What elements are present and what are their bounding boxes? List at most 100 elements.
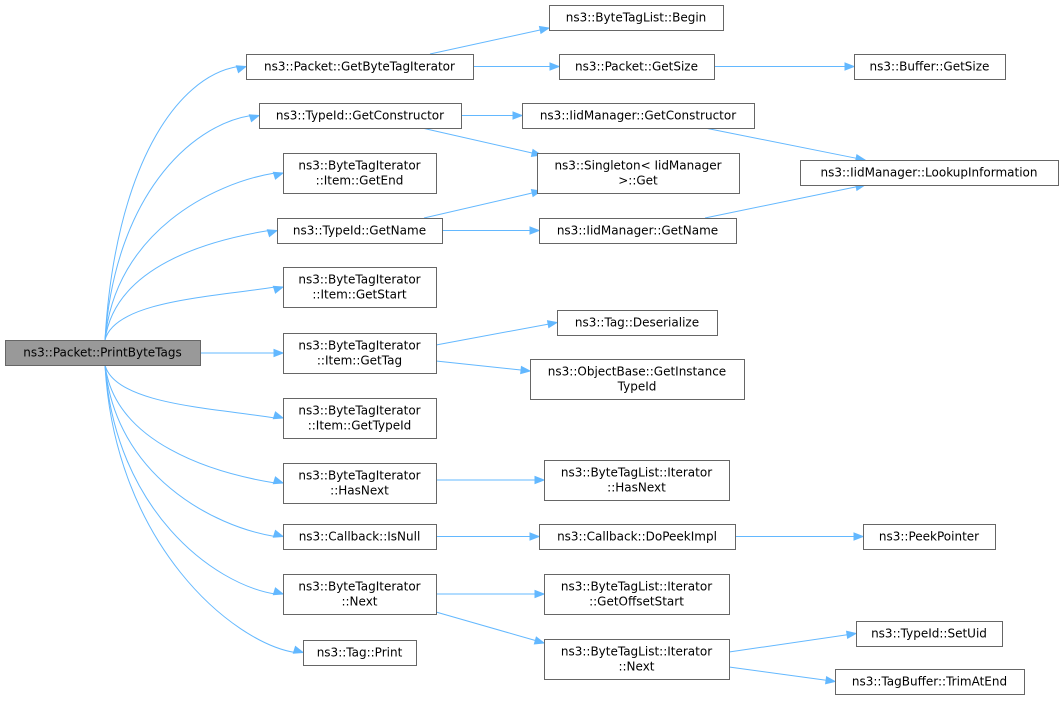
node-box (530, 359, 745, 400)
node-buffer-get-size[interactable]: ns3::Buffer::GetSize (854, 54, 1006, 80)
node-type-id-get-name[interactable]: ns3::TypeId::GetName (277, 218, 443, 244)
node-iter-next[interactable]: ns3::ByteTagIterator::Next (283, 574, 437, 615)
edge-type-id-get-name-to-singleton-get (423, 189, 543, 219)
edge-line (104, 286, 276, 341)
edge-iter-next-to-tag-list-iter-get-offset-start (436, 589, 546, 599)
edge-line (104, 230, 270, 341)
node-box (549, 5, 724, 31)
edge-root-to-get-constructor (104, 114, 261, 341)
node-label: ns3::IidManager::GetConstructor (540, 109, 736, 123)
node-box (854, 54, 1006, 80)
edge-line (704, 127, 858, 159)
node-singleton-get[interactable]: ns3::Singleton< IidManager>::Get (537, 153, 740, 194)
node-label: ns3::ByteTagList::Iterator (561, 645, 712, 659)
node-type-id-set-uid[interactable]: ns3::TypeId::SetUid (856, 621, 1003, 647)
node-label: ns3::IidManager::GetName (557, 224, 718, 238)
node-item-get-end[interactable]: ns3::ByteTagIterator::Item::GetEnd (283, 153, 437, 194)
arrowhead (272, 476, 285, 485)
node-get-byte-tag-iterator[interactable]: ns3::Packet::GetByteTagIterator (246, 54, 474, 80)
arrowhead (248, 114, 261, 123)
arrowhead (534, 475, 546, 485)
node-lookup-information[interactable]: ns3::IidManager::LookupInformation (800, 160, 1059, 186)
edge-item-get-tag-to-tag-deserialize (435, 320, 559, 346)
arrowhead (272, 411, 285, 420)
arrowhead (538, 25, 551, 35)
arrowhead (273, 348, 285, 358)
arrowhead (266, 229, 279, 238)
edge-line (104, 66, 239, 341)
edge-line (728, 666, 828, 681)
node-box (539, 218, 737, 244)
node-label: ns3::ByteTagIterator (298, 339, 420, 353)
node-tag-list-begin[interactable]: ns3::ByteTagList::Begin (549, 5, 724, 31)
node-label: ns3::Tag::Deserialize (575, 316, 699, 330)
edge-line (423, 192, 534, 219)
node-root[interactable]: ns3::Packet::PrintByteTags (5, 340, 201, 366)
node-tag-list-iter-next[interactable]: ns3::ByteTagList::Iterator::Next (544, 639, 730, 680)
node-packet-get-size[interactable]: ns3::Packet::GetSize (559, 54, 715, 80)
edge-line (421, 127, 534, 154)
node-tag-print[interactable]: ns3::Tag::Print (303, 640, 417, 666)
node-peek-pointer[interactable]: ns3::PeekPointer (863, 524, 996, 550)
node-label: ::HasNext (330, 484, 389, 498)
node-label: ::HasNext (607, 481, 666, 495)
node-label: ::Next (341, 595, 377, 609)
node-box (544, 639, 730, 680)
node-box (303, 640, 417, 666)
node-label: ns3::ObjectBase::GetInstance (548, 365, 726, 379)
edge-tag-list-iter-next-to-tag-buffer-trim-at-end (728, 666, 837, 685)
edge-root-to-item-get-type-id (104, 364, 285, 420)
node-box (557, 310, 718, 336)
node-tag-list-iter-has-next[interactable]: ns3::ByteTagList::Iterator::HasNext (544, 460, 730, 501)
arrowhead (534, 589, 546, 599)
node-iter-has-next[interactable]: ns3::ByteTagIterator::HasNext (283, 463, 437, 504)
node-tag-buffer-trim-at-end[interactable]: ns3::TagBuffer::TrimAtEnd (835, 669, 1025, 695)
node-box (283, 398, 437, 439)
node-label: ns3::Packet::GetSize (575, 60, 698, 74)
node-callback-is-null[interactable]: ns3::Callback::IsNull (283, 524, 437, 550)
node-box (283, 524, 437, 550)
edge-get-byte-tag-iterator-to-tag-list-begin (429, 25, 551, 55)
node-iid-get-constructor[interactable]: ns3::IidManager::GetConstructor (522, 103, 755, 129)
node-label: ::Item::GetEnd (316, 174, 404, 188)
edge-get-constructor-to-singleton-get (421, 127, 543, 158)
edge-item-get-tag-to-object-base-get-instance (435, 360, 532, 375)
arrowhead (272, 285, 285, 294)
arrowhead (533, 636, 546, 645)
node-tag-deserialize[interactable]: ns3::Tag::Deserialize (557, 310, 718, 336)
node-box (544, 460, 730, 501)
edge-line (435, 360, 523, 371)
node-callback-do-peek-impl[interactable]: ns3::Callback::DoPeekImpl (539, 524, 736, 550)
edge-line (429, 29, 542, 55)
node-label: ns3::IidManager::LookupInformation (821, 166, 1038, 180)
arrowhead (845, 630, 858, 640)
node-label: ns3::Tag::Print (317, 646, 403, 660)
node-label: TypeId (617, 380, 657, 394)
node-iid-get-name[interactable]: ns3::IidManager::GetName (539, 218, 737, 244)
node-item-get-start[interactable]: ns3::ByteTagIterator::Item::GetStart (283, 267, 437, 308)
node-item-get-type-id[interactable]: ns3::ByteTagIterator::Item::GetTypeId (283, 398, 437, 439)
arrowhead (512, 111, 524, 120)
arrowhead (853, 532, 865, 541)
node-tag-list-iter-get-offset-start[interactable]: ns3::ByteTagList::Iterator::GetOffsetSta… (544, 574, 730, 615)
node-label: ns3::Singleton< IidManager (554, 159, 721, 173)
node-label: ns3::TagBuffer::TrimAtEnd (852, 675, 1007, 689)
arrowhead (292, 645, 305, 654)
node-box (283, 574, 437, 615)
node-label: ::Item::GetTypeId (308, 419, 412, 433)
node-box (835, 669, 1025, 695)
edge-root-to-item-get-tag (200, 348, 285, 358)
node-box (537, 153, 740, 194)
edge-root-to-iter-next (104, 364, 285, 596)
node-box (856, 621, 1003, 647)
node-label: ::Item::GetTag (317, 354, 402, 368)
node-label: ns3::ByteTagIterator (298, 404, 420, 418)
node-label: ns3::Callback::DoPeekImpl (557, 530, 717, 544)
node-get-constructor[interactable]: ns3::TypeId::GetConstructor (259, 103, 462, 129)
node-label: ns3::ByteTagIterator (298, 580, 420, 594)
node-item-get-tag[interactable]: ns3::ByteTagIterator::Item::GetTag (283, 333, 437, 374)
edge-iter-next-to-tag-list-iter-next (435, 611, 546, 645)
node-box (283, 153, 437, 194)
